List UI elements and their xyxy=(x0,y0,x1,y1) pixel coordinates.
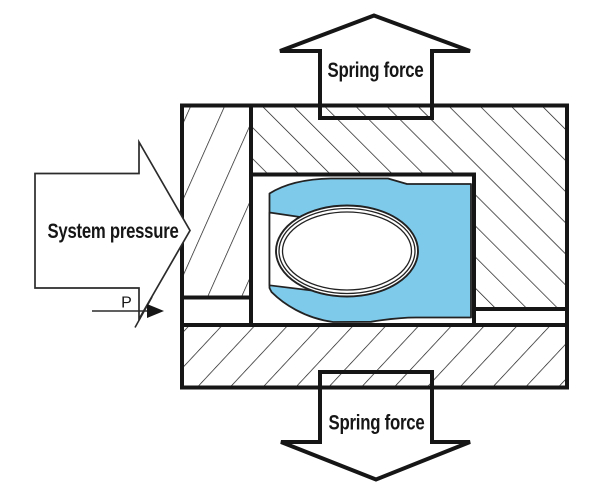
spring-coil-outer xyxy=(275,204,419,298)
spring-coil-middle xyxy=(278,207,416,295)
top-arrow-fill xyxy=(280,15,470,104)
spring-force-top-label: Spring force xyxy=(328,59,424,82)
main-body-hatch xyxy=(251,105,567,309)
pressure-direction-arrowhead xyxy=(147,304,164,318)
block-outer-outline xyxy=(180,103,569,390)
energizer-spring xyxy=(275,204,419,298)
system-pressure-arrow xyxy=(34,138,191,328)
bottom-arrow-outline xyxy=(280,370,471,482)
bottom-rail-hatch xyxy=(182,325,567,388)
housing-cross-section xyxy=(182,105,567,388)
pressure-direction-annotation: P xyxy=(92,295,164,318)
system-pressure-label: System pressure xyxy=(48,220,179,243)
top-arrow-outline xyxy=(279,13,471,120)
spring-coil-inner xyxy=(281,211,413,291)
spring-force-top-arrow xyxy=(279,13,471,120)
housing-outlines xyxy=(180,103,569,390)
spring-force-bottom-label: Spring force xyxy=(329,412,425,435)
left-gland-wall-hatch xyxy=(182,105,251,298)
pressure-symbol-label: P xyxy=(121,295,132,312)
bottom-arrow-fill xyxy=(281,389,470,480)
seal-assembly xyxy=(268,177,472,323)
system-pressure-arrow-shape xyxy=(34,138,191,323)
spring-force-bottom-arrow xyxy=(280,370,471,482)
